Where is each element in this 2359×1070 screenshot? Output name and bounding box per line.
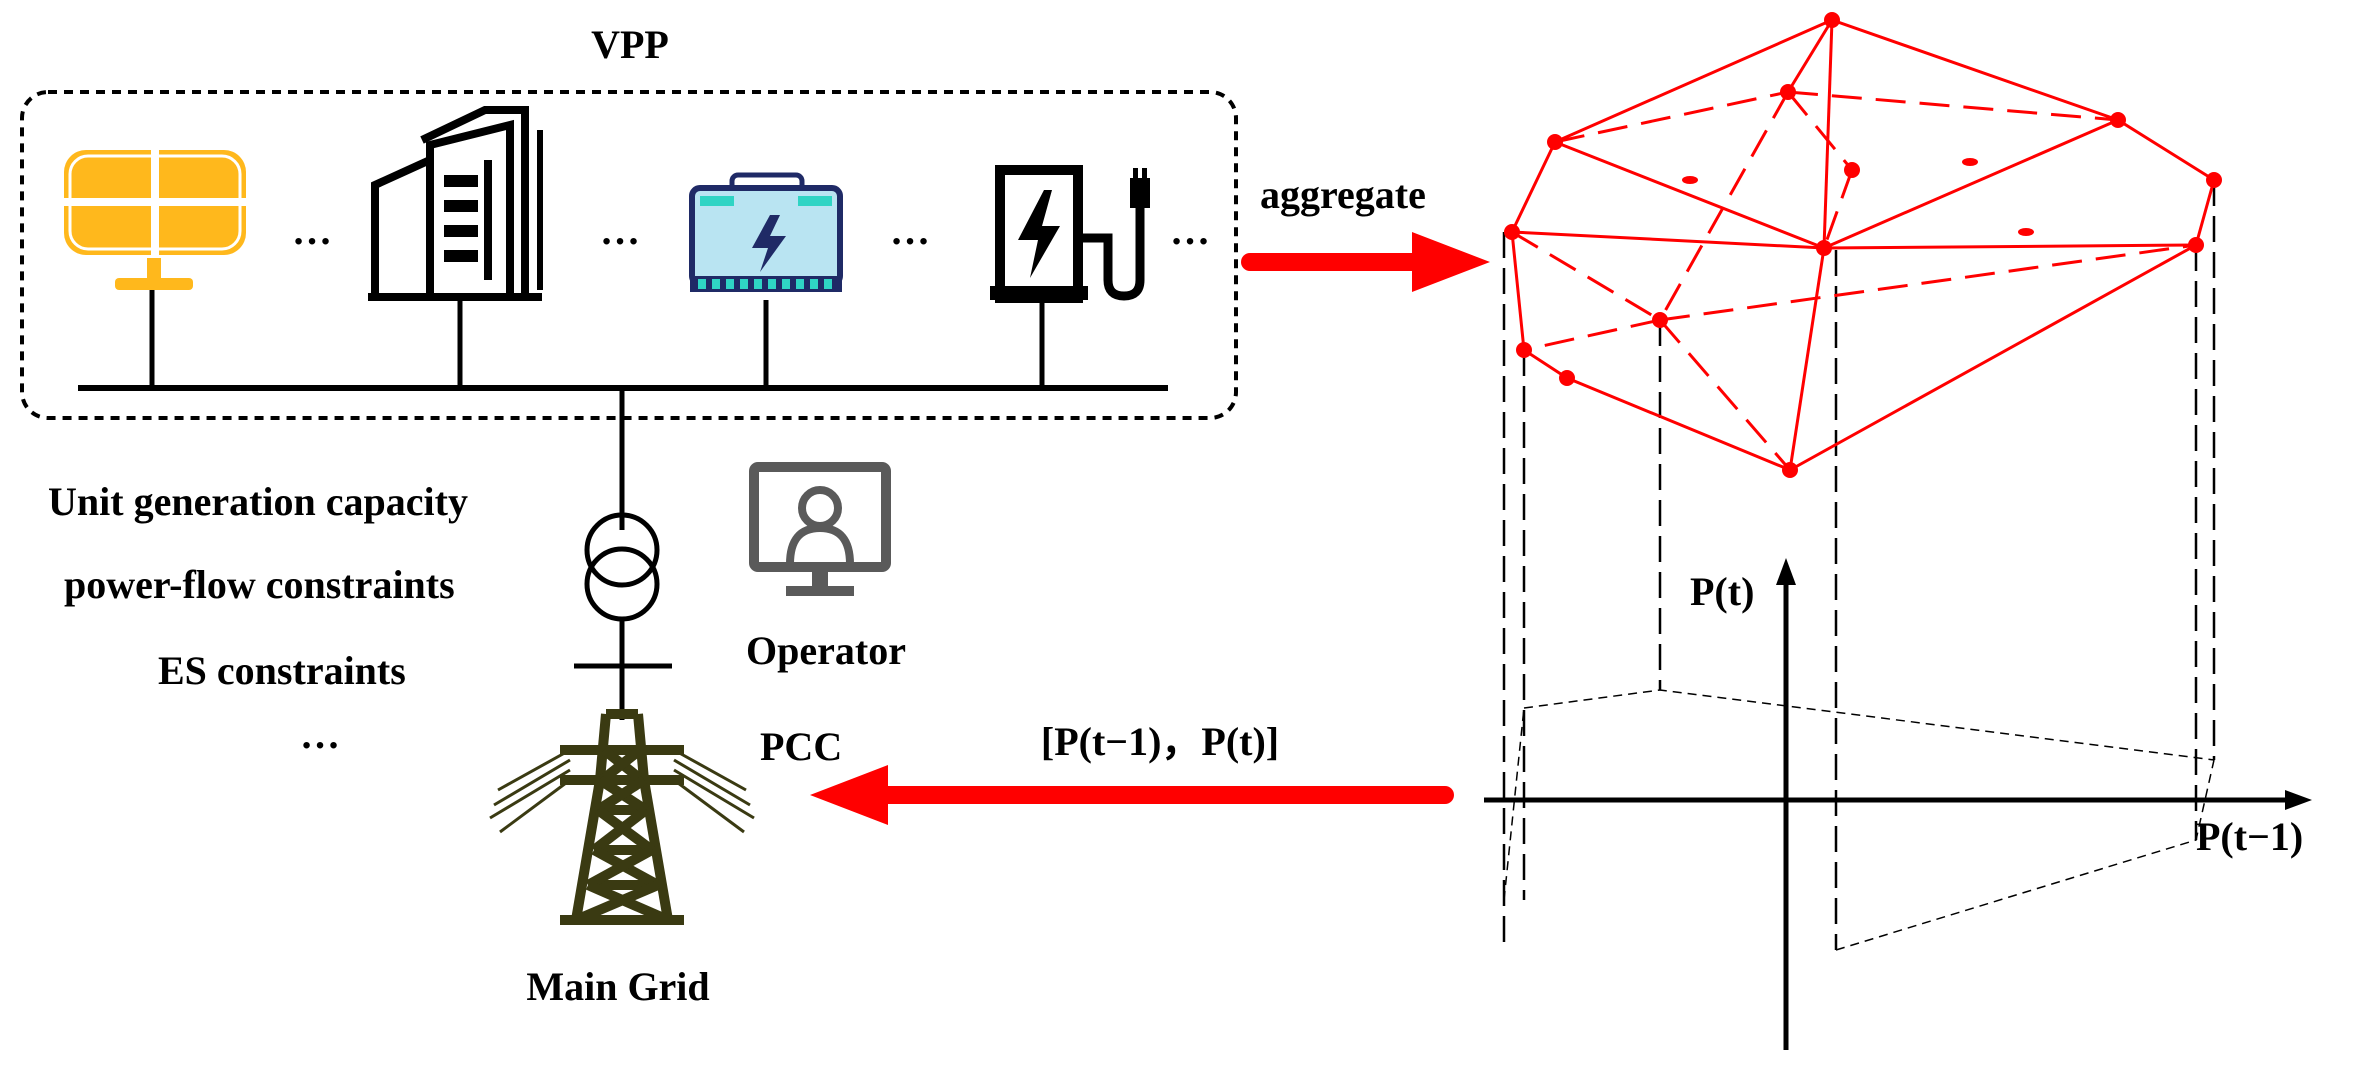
operator-label: Operator bbox=[746, 628, 906, 673]
feasible-polytope-hidden-edges bbox=[1511, 90, 2197, 471]
polytope-vertices bbox=[1504, 12, 2222, 478]
projection-lines bbox=[1502, 180, 2216, 950]
ellipsis-2: … bbox=[600, 208, 640, 253]
feasible-polytope bbox=[1510, 18, 2216, 472]
vpp-title: VPP bbox=[591, 22, 669, 67]
operator-icon bbox=[749, 462, 891, 596]
vpp-boundary bbox=[20, 90, 1238, 420]
ellipsis-3: … bbox=[890, 208, 930, 253]
constraint-power-flow: power-flow constraints bbox=[64, 562, 455, 607]
ev-charger-icon bbox=[990, 165, 1150, 303]
building-icon bbox=[368, 106, 543, 301]
exchange-arrow bbox=[810, 765, 1454, 825]
transformer-upper-coil bbox=[584, 512, 660, 588]
ellipsis-4: … bbox=[1170, 208, 1210, 253]
ellipsis-1: … bbox=[292, 208, 332, 253]
main-grid-label: Main Grid bbox=[526, 964, 709, 1009]
x-axis-arrowhead bbox=[2285, 790, 2312, 810]
transmission-tower-icon bbox=[489, 709, 755, 925]
aggregate-label: aggregate bbox=[1260, 172, 1426, 217]
constraint-more: … bbox=[300, 712, 340, 757]
projection-axes bbox=[1484, 558, 2312, 1050]
y-axis-label: P(t) bbox=[1690, 569, 1754, 614]
solar-panel-icon bbox=[64, 150, 246, 290]
pcc-label: PCC bbox=[760, 724, 842, 769]
battery-icon bbox=[689, 172, 843, 292]
x-axis-label: P(t−1) bbox=[2196, 814, 2303, 859]
constraint-unit-capacity: Unit generation capacity bbox=[48, 479, 468, 524]
y-axis-arrowhead bbox=[1776, 558, 1796, 585]
constraint-es: ES constraints bbox=[158, 648, 406, 693]
exchange-label: [P(t−1)，P(t)] bbox=[1041, 719, 1279, 764]
projected-region bbox=[1503, 689, 2215, 951]
aggregate-arrow bbox=[1241, 232, 1490, 292]
